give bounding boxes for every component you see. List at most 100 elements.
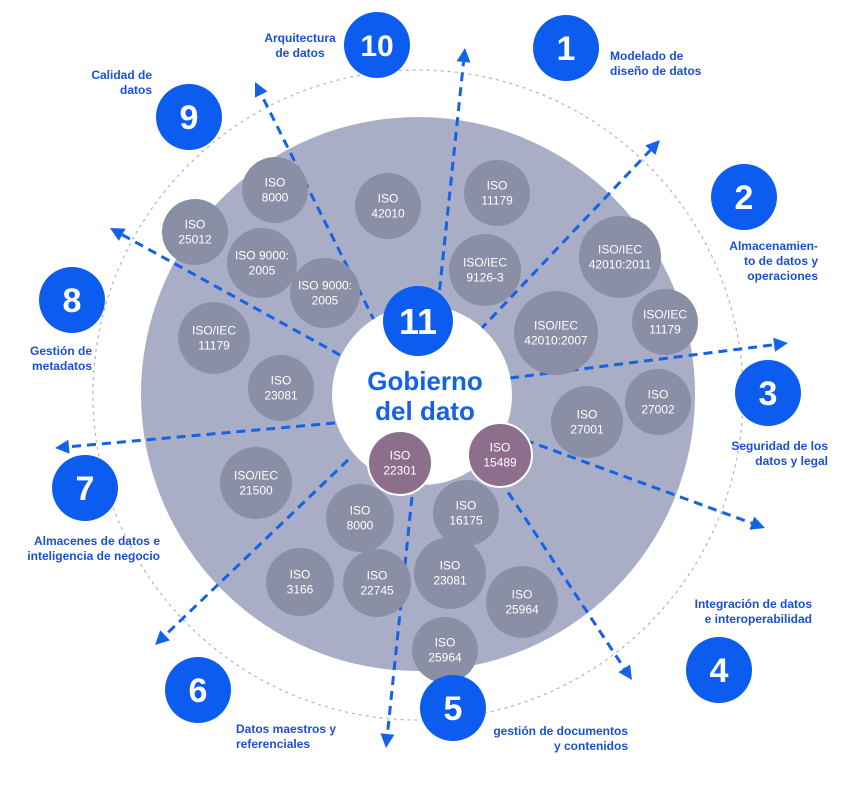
direction-arrow	[498, 479, 632, 680]
iso-standards-layer: ISO42010ISO11179ISO/IEC9126-3ISO/IEC4201…	[162, 157, 698, 683]
area-number: 10	[360, 30, 393, 63]
arrow-line	[498, 479, 626, 670]
arrow-line	[259, 93, 377, 323]
area-label: Almacenamien-	[729, 239, 818, 253]
iso-standard-label: ISO	[512, 588, 533, 602]
iso-standard-bubble: ISO 9000:2005	[227, 228, 297, 298]
iso-standard-circle	[290, 258, 360, 328]
arrow-head	[55, 439, 70, 454]
area-number: 8	[63, 282, 82, 320]
iso-standard-label: ISO/IEC	[234, 469, 278, 483]
area-label: Datos maestros y	[236, 722, 336, 736]
iso-standard-label: ISO	[487, 179, 508, 193]
center-number: 11	[399, 301, 437, 342]
area-label: metadatos	[32, 359, 92, 373]
arrow-line	[478, 149, 652, 332]
iso-standard-label: ISO	[435, 636, 456, 650]
iso-standard-circle	[220, 447, 292, 519]
iso-standard-label: ISO	[378, 192, 399, 206]
direction-arrow	[55, 421, 336, 454]
iso-standard-circle	[227, 228, 297, 298]
iso-standard-label: 42010:2007	[524, 334, 588, 348]
area-number-badge	[711, 164, 777, 230]
iso-standard-label: ISO	[290, 568, 311, 582]
direction-arrow	[110, 228, 341, 357]
iso-standard-label: ISO	[350, 504, 371, 518]
iso-standard-label: ISO	[367, 569, 388, 583]
iso-standard-label: 25964	[428, 651, 462, 665]
area-label: gestión de documentos	[493, 724, 628, 738]
direction-arrow	[524, 438, 765, 530]
area-number: 6	[189, 672, 208, 710]
iso-standard-circle	[162, 199, 228, 265]
iso-standard-label: ISO	[577, 408, 598, 422]
iso-standard-circle	[433, 480, 499, 546]
iso-standard-label: 22301	[383, 464, 417, 478]
center-title-line1: Gobierno	[367, 366, 483, 396]
iso-standard-circle	[178, 302, 250, 374]
arrow-head	[380, 733, 395, 748]
arrow-head	[749, 516, 765, 530]
area-number-badge	[344, 12, 410, 78]
iso-standard-circle	[355, 173, 421, 239]
area-number-badge	[686, 637, 752, 703]
area-label: operaciones	[747, 269, 818, 283]
iso-standard-label: ISO/IEC	[463, 256, 507, 270]
arrow-line	[164, 458, 350, 637]
iso-standard-circle	[551, 386, 623, 458]
iso-standard-label: 21500	[239, 484, 273, 498]
iso-standard-label: 2005	[249, 264, 276, 278]
iso-standard-label: ISO/IEC	[598, 243, 642, 257]
iso-standard-circle	[414, 537, 486, 609]
area-number-badge	[735, 360, 801, 426]
iso-standard-circle	[579, 216, 661, 298]
area-label: Almacenes de datos e	[34, 534, 160, 548]
iso-standard-label: ISO	[390, 449, 411, 463]
direction-arrow	[255, 82, 377, 323]
arrows-layer	[55, 48, 788, 748]
area-label: de datos	[275, 46, 325, 60]
arrow-line	[121, 233, 341, 357]
iso-standard-label: 3166	[287, 583, 314, 597]
area-number-badge	[420, 675, 486, 741]
arrow-line	[524, 438, 753, 525]
area-label: e interoperabilidad	[705, 612, 812, 626]
iso-standard-label: ISO 9000:	[298, 279, 352, 293]
iso-standard-label: ISO	[265, 176, 286, 190]
area-label: Calidad de	[91, 68, 152, 82]
iso-standard-label: 42010	[371, 207, 405, 221]
iso-standard-label: 8000	[347, 519, 374, 533]
direction-arrow	[478, 140, 660, 332]
iso-standard-circle	[467, 422, 533, 488]
iso-standard-label: ISO/IEC	[643, 308, 687, 322]
area-number: 4	[710, 652, 729, 690]
iso-standard-circle	[248, 355, 314, 421]
area-label: diseño de datos	[610, 64, 702, 78]
iso-standard-label: 23081	[264, 389, 298, 403]
iso-standard-circle	[412, 617, 478, 683]
direction-arrow	[436, 48, 471, 306]
iso-standard-label: 25964	[505, 603, 539, 617]
iso-standard-label: 11179	[481, 194, 513, 208]
iso-standard-circle	[449, 234, 521, 306]
arrow-head	[618, 664, 632, 680]
